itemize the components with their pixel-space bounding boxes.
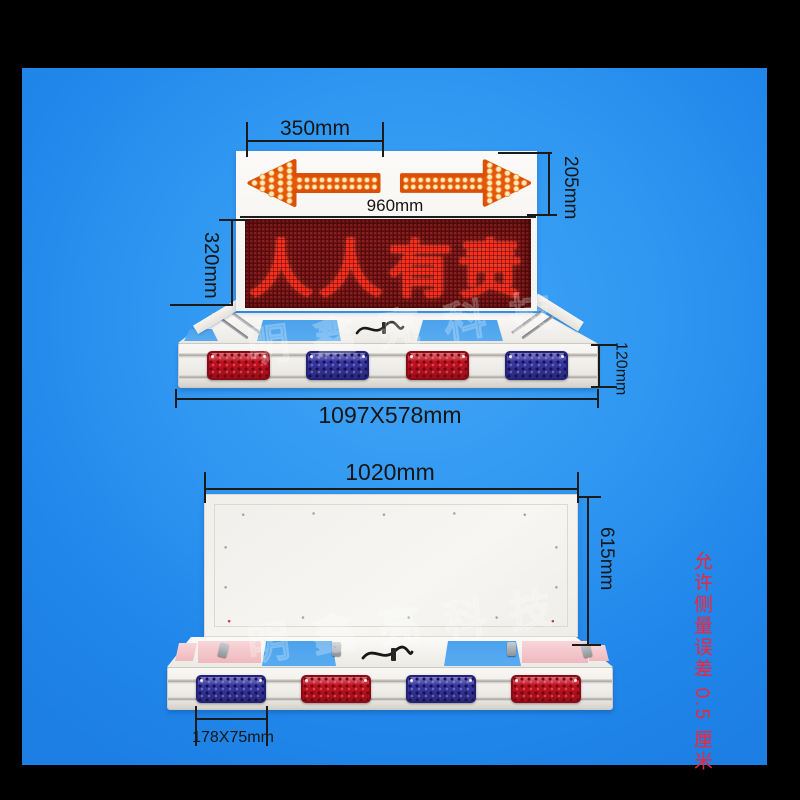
reflector-red <box>405 351 469 380</box>
hinge <box>580 642 593 658</box>
reflector-blue <box>504 351 568 380</box>
front-reflector-row <box>207 351 568 380</box>
power-cable <box>361 645 414 661</box>
reflector-red <box>207 351 270 380</box>
reflector-red <box>301 675 371 703</box>
mount-rail <box>179 353 597 358</box>
front-base-opening-left <box>184 329 218 341</box>
back-base-top <box>167 637 613 667</box>
front-base-opening-2 <box>417 320 503 341</box>
led-arrow-right-icon <box>399 159 532 207</box>
reflector-blue <box>196 675 266 703</box>
tolerance-note: 允许侧量误差 0.5 厘米 <box>691 551 712 773</box>
reflector-backside <box>589 645 609 661</box>
hinge <box>507 642 516 656</box>
power-cable <box>355 320 405 335</box>
back-base-opening-1 <box>262 641 336 666</box>
reflector-backside <box>522 641 588 663</box>
reflector-blue <box>306 351 370 380</box>
reflector-red <box>511 675 581 703</box>
reflector-blue <box>406 675 476 703</box>
led-arrow-left-icon <box>247 159 381 207</box>
hinge <box>332 642 341 656</box>
front-base-opening-1 <box>257 320 341 341</box>
reflector-backside <box>175 643 197 661</box>
mount-rail <box>179 375 597 380</box>
reflector-backside <box>198 641 261 663</box>
mount-rail <box>168 697 612 702</box>
back-panel <box>204 494 578 637</box>
back-reflector-row <box>196 675 581 703</box>
mount-rail <box>168 679 612 684</box>
led-display-text: 人人有责 <box>248 235 528 305</box>
front-base-top <box>178 310 598 343</box>
back-panel-inner-frame <box>214 504 568 627</box>
